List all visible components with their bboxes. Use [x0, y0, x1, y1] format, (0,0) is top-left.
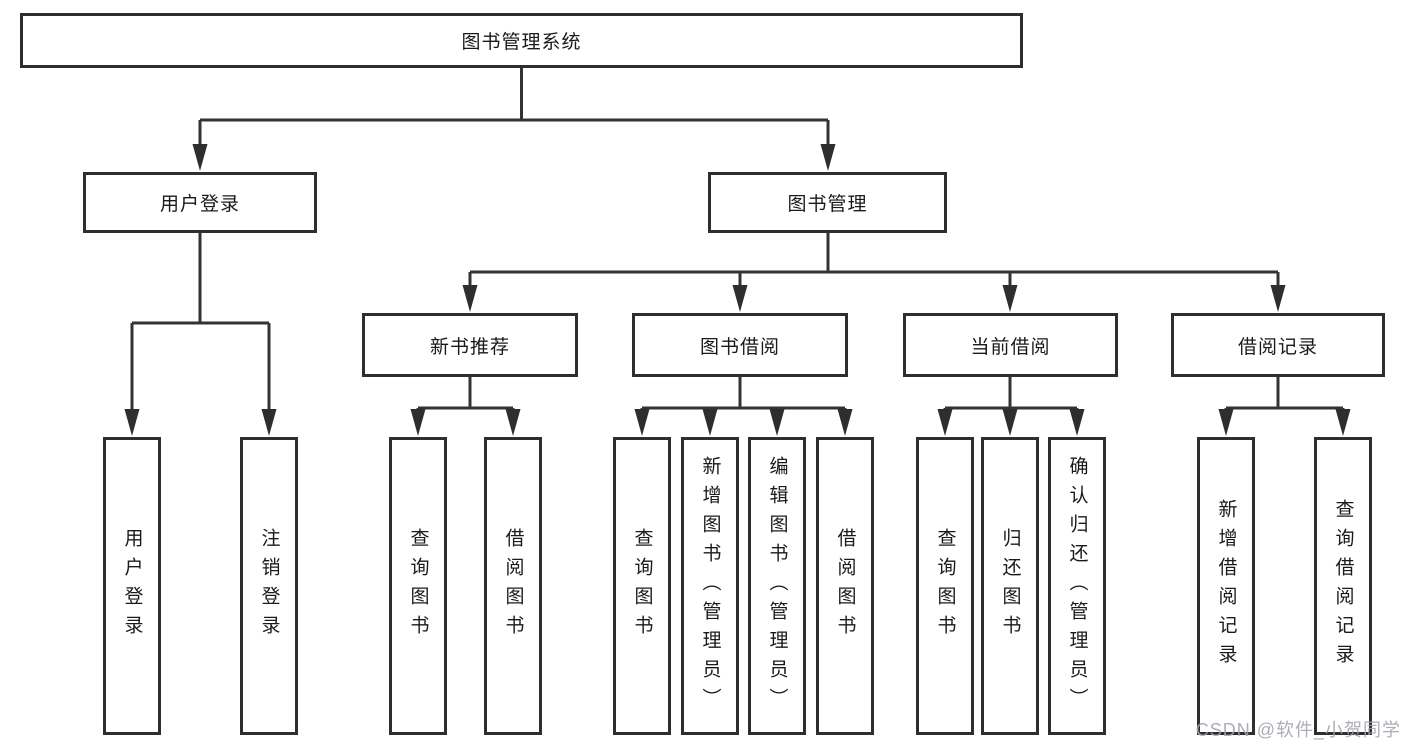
arrowhead-cb-return-books: [1002, 409, 1018, 436]
node-label: 查询借阅记录: [1332, 499, 1354, 673]
arrowhead-logout-leaf: [261, 409, 277, 436]
node-label: 归还图书: [999, 528, 1021, 644]
node-label: 查询图书: [631, 528, 653, 644]
node-leaf-user-login: 用户登录: [103, 437, 161, 735]
node-leaf-bb-query-books: 查询图书: [613, 437, 671, 735]
node-label: 编辑图书（管理员）: [766, 455, 788, 717]
arrowhead-bb-borrow-books: [837, 409, 853, 436]
node-leaf-br-add-record: 新增借阅记录: [1197, 437, 1255, 735]
arrowhead-nbr-query-books: [410, 409, 426, 436]
connector-user-login-group: [130, 233, 271, 411]
connector-book-borrow-group: [640, 377, 847, 412]
connector-root-to-level1: [198, 68, 830, 146]
node-new-book-recommend: 新书推荐: [362, 313, 578, 377]
node-current-borrow: 当前借阅: [903, 313, 1118, 377]
node-label: 用户登录: [159, 194, 240, 215]
node-label: 确认归还（管理员）: [1066, 455, 1088, 717]
node-label: 用户登录: [121, 528, 143, 644]
arrowhead-cb-query-books: [937, 409, 953, 436]
arrowhead-book-management: [820, 144, 836, 171]
arrowhead-bb-query-books: [634, 409, 650, 436]
node-leaf-bb-borrow-books: 借阅图书: [816, 437, 874, 735]
arrowhead-cb-confirm-return: [1069, 409, 1085, 436]
arrowhead-new-book-recommend: [462, 285, 478, 312]
arrowhead-user-login-leaf: [124, 409, 140, 436]
node-leaf-br-query-record: 查询借阅记录: [1314, 437, 1372, 735]
node-leaf-cb-confirm-return-admin: 确认归还（管理员）: [1048, 437, 1106, 735]
csdn-watermark: CSDN @软件_小贺同学: [1195, 720, 1401, 740]
node-leaf-logout: 注销登录: [240, 437, 298, 735]
node-label: 查询图书: [407, 528, 429, 644]
node-label: 图书管理: [787, 194, 868, 215]
connector-new-book-recommend-group: [416, 377, 515, 412]
node-leaf-bb-add-books-admin: 新增图书（管理员）: [681, 437, 739, 735]
connector-borrow-record-group: [1224, 377, 1345, 412]
node-book-borrow: 图书借阅: [632, 313, 848, 377]
arrowhead-book-borrow: [732, 285, 748, 312]
arrowhead-nbr-borrow-books: [505, 409, 521, 436]
node-book-management: 图书管理: [708, 172, 947, 233]
arrowhead-br-query-record: [1335, 409, 1351, 436]
arrowhead-current-borrow: [1002, 285, 1018, 312]
node-user-login: 用户登录: [83, 172, 317, 233]
node-leaf-cb-query-books: 查询图书: [916, 437, 974, 735]
arrowhead-br-add-record: [1218, 409, 1234, 436]
node-leaf-nbr-query-books: 查询图书: [389, 437, 447, 735]
node-label: 新书推荐: [429, 336, 510, 358]
node-label: 新增图书（管理员）: [699, 455, 721, 717]
arrowhead-user-login: [192, 144, 208, 171]
node-label: 注销登录: [258, 528, 280, 644]
node-label: 借阅记录: [1237, 336, 1318, 358]
connector-current-borrow-group: [943, 377, 1079, 412]
node-leaf-bb-edit-books-admin: 编辑图书（管理员）: [748, 437, 806, 735]
node-leaf-nbr-borrow-books: 借阅图书: [484, 437, 542, 735]
node-label: 借阅图书: [834, 528, 856, 644]
node-label: 当前借阅: [970, 336, 1051, 358]
node-library-management-system: 图书管理系统: [20, 13, 1023, 68]
node-leaf-cb-return-books: 归还图书: [981, 437, 1039, 735]
connector-book-management-group: [468, 233, 1280, 288]
arrowhead-bb-add-books: [702, 409, 718, 436]
node-label: 图书管理系统: [461, 32, 582, 53]
arrowhead-borrow-record: [1270, 285, 1286, 312]
node-label: 新增借阅记录: [1215, 499, 1237, 673]
node-label: 查询图书: [934, 528, 956, 644]
node-label: 图书借阅: [699, 336, 780, 358]
node-label: 借阅图书: [502, 528, 524, 644]
arrowhead-bb-edit-books: [769, 409, 785, 436]
node-borrow-record: 借阅记录: [1171, 313, 1385, 377]
